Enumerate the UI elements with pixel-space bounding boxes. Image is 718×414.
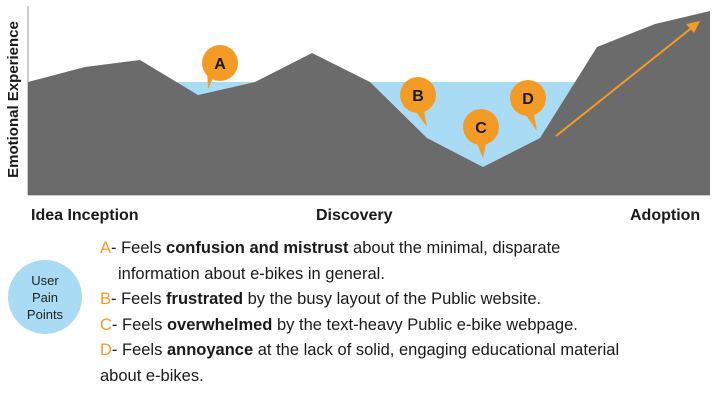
marker-c: C [463,109,499,158]
marker-c-letter: C [475,120,487,137]
note-a: A- Feels confusion and mistrust about th… [100,236,712,287]
note-d-pre: - Feels [111,341,167,359]
marker-a: A [202,45,238,89]
pain-point-notes: A- Feels confusion and mistrust about th… [100,236,712,389]
stage-label-idea-inception: Idea Inception [31,207,139,224]
stage-label-adoption: Adoption [630,207,701,224]
note-a-pre: - Feels [111,239,167,257]
legend-line-2: Pain [31,289,59,305]
note-b-letter: B [100,290,112,308]
marker-d-letter: D [522,91,534,108]
marker-a-letter: A [214,56,226,73]
note-a-post: about the minimal, disparate [348,239,561,257]
stage-label-discovery: Discovery [316,207,393,224]
note-a-bold: confusion and mistrust [166,239,349,257]
legend-line-1: User [31,272,59,288]
marker-b-letter: B [412,88,424,105]
note-a-line2: information about e-bikes in general. [118,264,385,283]
note-c-post: by the text-heavy Public e-bike webpage. [272,315,578,334]
journey-diagram: A B C D [27,6,710,196]
adoption-arrow [555,21,700,137]
note-c-pre: - Feels [111,315,167,334]
note-b-pre: - Feels [111,290,167,308]
note-b-post: by the busy layout of the Public website… [243,290,542,308]
note-a-letter: A [100,239,112,257]
note-d-post: at the lack of solid, engaging education… [253,341,620,359]
note-d-bold: annoyance [166,341,254,359]
note-d: D- Feels annoyance at the lack of solid,… [100,338,712,389]
note-b: B- Feels frustrated by the busy layout o… [100,287,712,313]
marker-d: D [510,80,546,131]
note-d-line2: about e-bikes. [100,366,204,385]
emotion-terrain [28,11,710,195]
pain-water-left [172,82,255,95]
marker-b: B [400,77,436,127]
note-c-letter: C [100,315,112,334]
note-c: C- Feels overwhelmed by the text-heavy P… [100,313,712,339]
user-pain-points-badge: User Pain Points [8,260,82,334]
note-b-bold: frustrated [166,290,244,308]
legend-line-3: Points [26,306,64,322]
note-d-letter: D [100,341,112,359]
note-c-bold: overwhelmed [166,315,273,334]
